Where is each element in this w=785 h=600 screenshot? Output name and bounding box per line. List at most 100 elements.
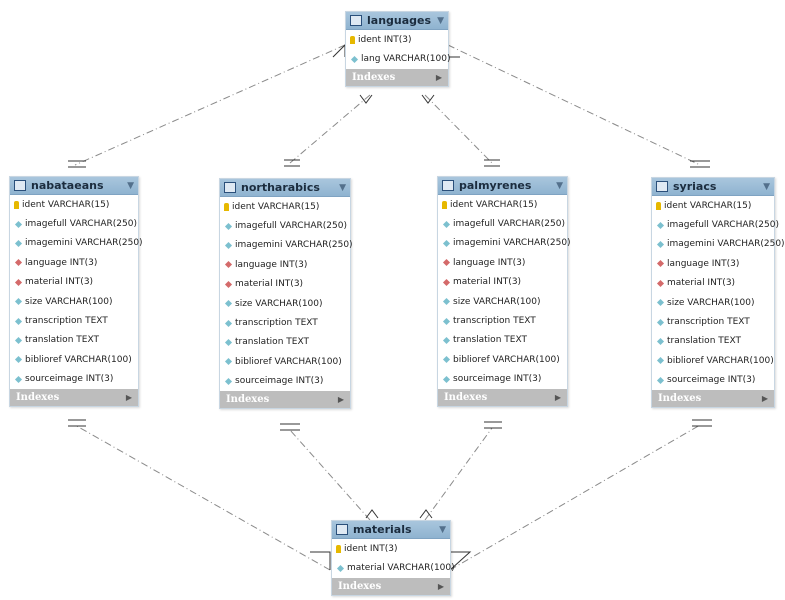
- foreign-key-icon: [442, 278, 451, 286]
- expand-arrow-icon[interactable]: ▶: [435, 72, 442, 83]
- column-icon: [224, 377, 233, 385]
- column-row[interactable]: translation TEXT: [10, 331, 138, 350]
- column-icon: [442, 298, 451, 306]
- column-row[interactable]: biblioref VARCHAR(100): [220, 352, 350, 371]
- column-row[interactable]: ident VARCHAR(15): [220, 197, 350, 216]
- column-row[interactable]: imagefull VARCHAR(250): [438, 214, 567, 233]
- column-row[interactable]: ident VARCHAR(15): [652, 196, 774, 215]
- column-row[interactable]: sourceimage INT(3): [220, 372, 350, 391]
- column-row[interactable]: imagefull VARCHAR(250): [220, 216, 350, 235]
- column-row[interactable]: imagemini VARCHAR(250): [652, 235, 785, 254]
- expand-arrow-icon[interactable]: ▶: [337, 394, 344, 405]
- column-row[interactable]: material INT(3): [10, 273, 138, 292]
- column-label: material VARCHAR(100): [347, 563, 455, 574]
- column-label: ident VARCHAR(15): [664, 200, 752, 211]
- column-row[interactable]: ident INT(3): [332, 539, 450, 558]
- table-header[interactable]: languages ▼: [346, 12, 448, 30]
- expand-arrow-icon[interactable]: ▶: [125, 392, 132, 403]
- column-row[interactable]: language INT(3): [438, 253, 567, 272]
- collapse-arrow-icon[interactable]: ▼: [556, 180, 563, 191]
- table-name: northarabics: [241, 181, 320, 194]
- column-row[interactable]: sourceimage INT(3): [10, 370, 138, 389]
- indexes-bar[interactable]: Indexes▶: [332, 577, 450, 595]
- column-icon: [656, 337, 665, 345]
- column-row[interactable]: biblioref VARCHAR(100): [652, 351, 774, 370]
- expand-arrow-icon[interactable]: ▶: [554, 392, 561, 403]
- column-row[interactable]: lang VARCHAR(100): [346, 49, 451, 68]
- collapse-arrow-icon[interactable]: ▼: [439, 524, 446, 535]
- column-row[interactable]: transcription TEXT: [652, 312, 774, 331]
- column-icon: [656, 299, 665, 307]
- indexes-bar[interactable]: Indexes ▶: [220, 390, 350, 408]
- column-label: imagefull VARCHAR(250): [667, 220, 779, 231]
- column-label: ident INT(3): [344, 543, 398, 554]
- collapse-arrow-icon[interactable]: ▼: [763, 181, 770, 192]
- column-row[interactable]: material INT(3): [438, 273, 567, 292]
- link-languages-syriacs: [447, 44, 701, 166]
- table-header[interactable]: palmyrenes ▼: [438, 177, 567, 195]
- column-row[interactable]: imagemini VARCHAR(250): [10, 234, 143, 253]
- foreign-key-icon: [656, 260, 665, 268]
- column-row[interactable]: transcription TEXT: [220, 313, 350, 332]
- column-row[interactable]: size VARCHAR(100): [10, 292, 138, 311]
- table-header[interactable]: northarabics ▼: [220, 179, 350, 197]
- column-label: translation TEXT: [667, 336, 741, 347]
- expand-arrow-icon[interactable]: ▶: [437, 581, 444, 592]
- column-row[interactable]: language INT(3): [652, 254, 774, 273]
- column-icon: [224, 319, 233, 327]
- table-name: languages: [367, 14, 432, 27]
- primary-key-icon: [224, 202, 229, 211]
- table-header[interactable]: materials ▼: [332, 521, 450, 539]
- column-row[interactable]: biblioref VARCHAR(100): [10, 350, 138, 369]
- table-nabataeans[interactable]: nabataeans ▼ ident VARCHAR(15) imagefull…: [9, 176, 143, 407]
- column-row[interactable]: ident VARCHAR(15): [438, 195, 567, 214]
- column-label: biblioref VARCHAR(100): [235, 356, 342, 367]
- column-label: transcription TEXT: [235, 318, 318, 329]
- column-row[interactable]: transcription TEXT: [10, 311, 138, 330]
- table-palmyrenes[interactable]: palmyrenes ▼ ident VARCHAR(15) imagefull…: [437, 176, 571, 407]
- indexes-label: Indexes: [226, 393, 270, 405]
- indexes-bar[interactable]: Indexes ▶: [346, 68, 448, 86]
- indexes-bar[interactable]: Indexes▶: [438, 388, 567, 406]
- column-row[interactable]: size VARCHAR(100): [438, 292, 567, 311]
- column-label: translation TEXT: [453, 335, 527, 346]
- table-header[interactable]: nabataeans ▼: [10, 177, 138, 195]
- table-languages[interactable]: languages ▼ ident INT(3) lang VARCHAR(10…: [345, 11, 451, 87]
- column-icon: [656, 376, 665, 384]
- column-row[interactable]: language INT(3): [10, 253, 138, 272]
- indexes-label: Indexes: [16, 391, 60, 403]
- column-row[interactable]: material INT(3): [220, 275, 350, 294]
- indexes-bar[interactable]: Indexes ▶: [10, 388, 138, 406]
- foreign-key-icon: [14, 259, 23, 267]
- collapse-arrow-icon[interactable]: ▼: [437, 15, 444, 26]
- column-row[interactable]: imagemini VARCHAR(250): [438, 234, 571, 253]
- column-row[interactable]: biblioref VARCHAR(100): [438, 350, 567, 369]
- column-row[interactable]: imagefull VARCHAR(250): [10, 214, 138, 233]
- column-row[interactable]: imagemini VARCHAR(250): [220, 236, 353, 255]
- column-row[interactable]: size VARCHAR(100): [220, 294, 350, 313]
- column-row[interactable]: size VARCHAR(100): [652, 293, 774, 312]
- column-row[interactable]: translation TEXT: [438, 331, 567, 350]
- expand-arrow-icon[interactable]: ▶: [761, 393, 768, 404]
- collapse-arrow-icon[interactable]: ▼: [339, 182, 346, 193]
- column-icon: [14, 298, 23, 306]
- table-syriacs[interactable]: syriacs ▼ ident VARCHAR(15) imagefull VA…: [651, 177, 785, 408]
- column-row[interactable]: sourceimage INT(3): [438, 370, 567, 389]
- collapse-arrow-icon[interactable]: ▼: [127, 180, 134, 191]
- column-row[interactable]: sourceimage INT(3): [652, 371, 774, 390]
- column-row[interactable]: ident INT(3): [346, 30, 448, 49]
- table-icon: [14, 180, 26, 191]
- indexes-bar[interactable]: Indexes▶: [652, 389, 774, 407]
- table-northarabics[interactable]: northarabics ▼ ident VARCHAR(15) imagefu…: [219, 178, 353, 409]
- indexes-label: Indexes: [352, 71, 396, 83]
- table-header[interactable]: syriacs ▼: [652, 178, 774, 196]
- column-row[interactable]: material INT(3): [652, 274, 774, 293]
- column-row[interactable]: material VARCHAR(100): [332, 558, 455, 577]
- column-row[interactable]: translation TEXT: [220, 333, 350, 352]
- column-row[interactable]: transcription TEXT: [438, 311, 567, 330]
- column-row[interactable]: ident VARCHAR(15): [10, 195, 138, 214]
- table-materials[interactable]: materials ▼ ident INT(3) material VARCHA…: [331, 520, 455, 596]
- column-row[interactable]: translation TEXT: [652, 332, 774, 351]
- column-row[interactable]: language INT(3): [220, 255, 350, 274]
- column-row[interactable]: imagefull VARCHAR(250): [652, 215, 779, 234]
